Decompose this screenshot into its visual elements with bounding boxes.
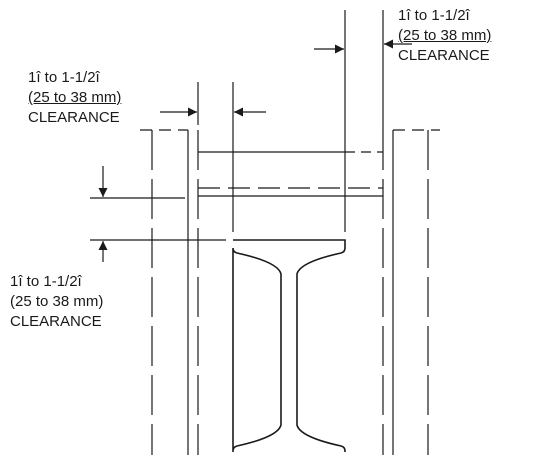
label-line-3: CLEARANCE [398,47,490,64]
label-line-1: 1î to 1-1/2î [10,273,82,290]
label-line-2: (25 to 38 mm) [28,89,122,106]
label-line-2: (25 to 38 mm) [398,27,492,44]
clearance-label-bottom-left: 1î to 1-1/2î (25 to 38 mm) CLEARANCE [10,272,103,332]
label-line-3: CLEARANCE [10,313,102,330]
label-line-3: CLEARANCE [28,109,120,126]
label-line-2: (25 to 38 mm) [10,293,104,310]
i-beam-section [232,239,346,452]
label-line-1: 1î to 1-1/2î [28,69,100,86]
clearance-label-top-left: 1î to 1-1/2î (25 to 38 mm) CLEARANCE [28,68,121,128]
label-line-1: 1î to 1-1/2î [398,7,470,24]
clearance-label-top-right: 1î to 1-1/2î (25 to 38 mm) CLEARANCE [398,6,491,66]
